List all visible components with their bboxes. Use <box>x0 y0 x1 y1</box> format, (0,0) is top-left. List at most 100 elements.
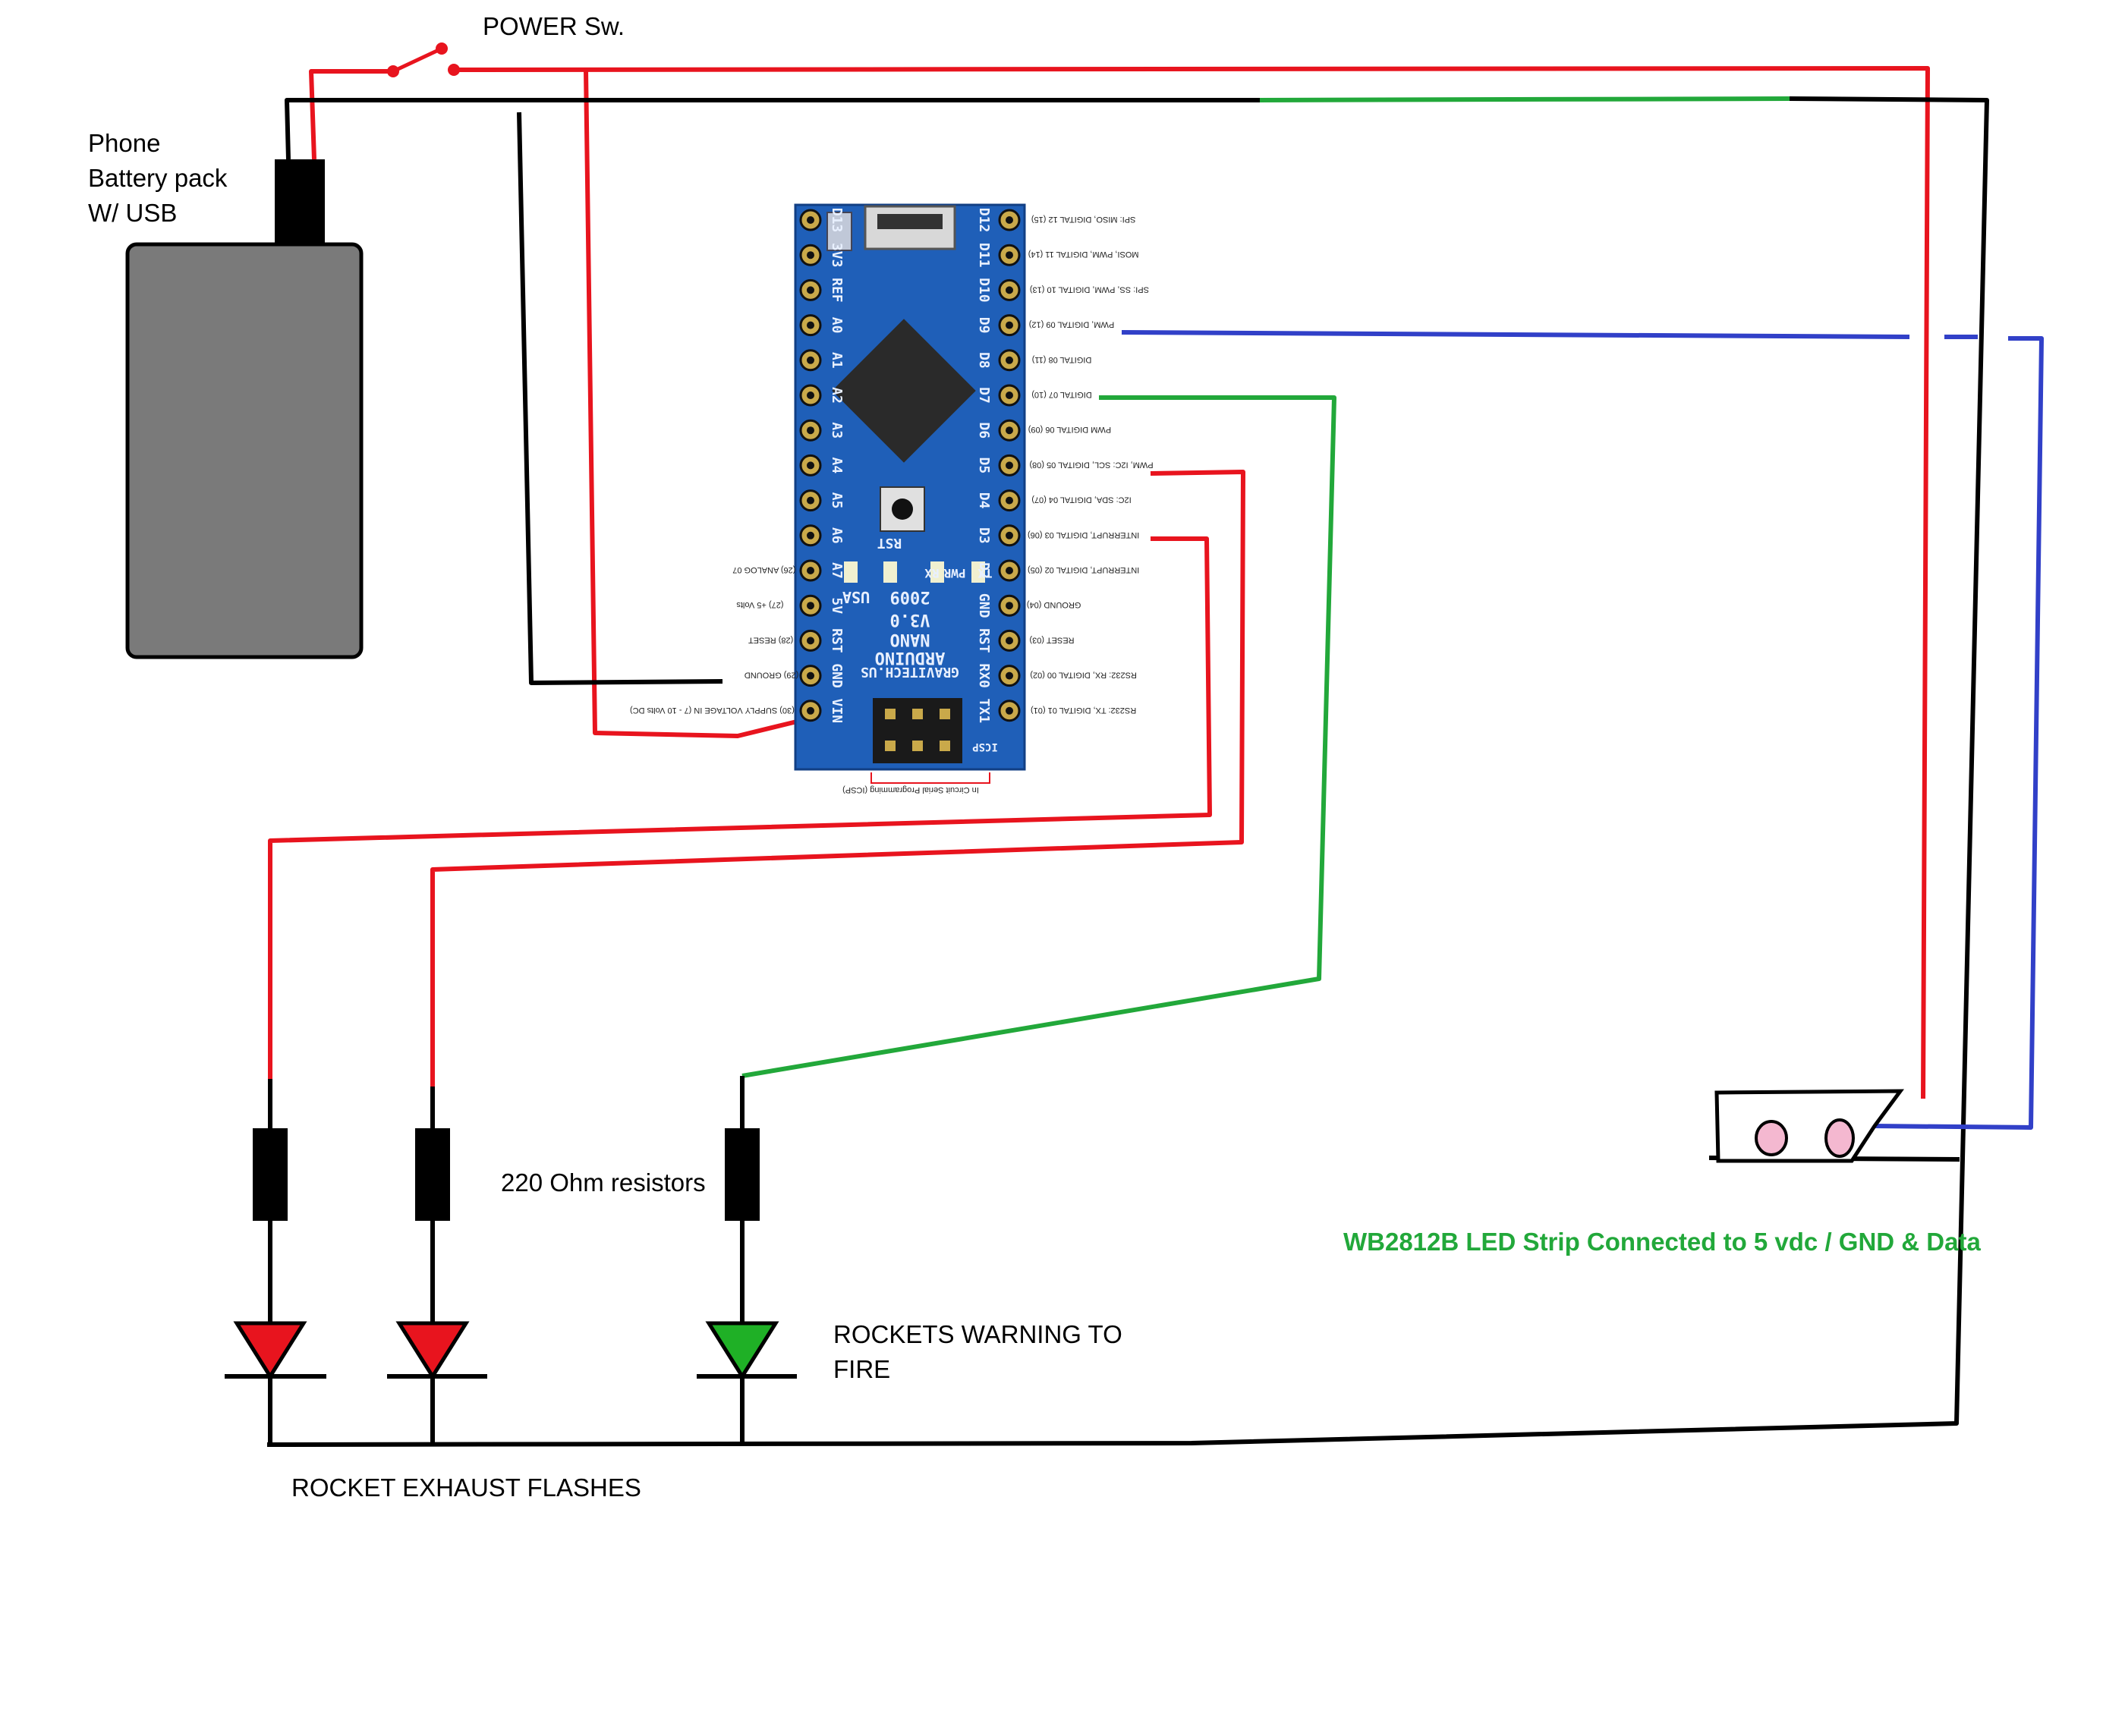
pin-hole <box>1006 426 1013 435</box>
pin-note-right: PWM, I2C: SCL, DIGITAL 05 (08) <box>1029 460 1153 469</box>
pin-label-right: D8 <box>976 352 992 369</box>
pin-label-right: D2 <box>976 562 992 579</box>
pin-hole <box>807 671 814 680</box>
battery-pack <box>125 159 364 659</box>
pin-note-left: (29) GROUND <box>745 671 799 680</box>
board-tx-label: TX <box>978 566 993 580</box>
power-switch <box>387 42 460 77</box>
pin-note-right: SPI: SS, PWM, DIGITAL 10 (13) <box>1030 285 1149 294</box>
battery-label-line2: Battery pack <box>88 164 228 192</box>
wire-ground-top-rail <box>285 98 1260 160</box>
crystal <box>826 212 852 251</box>
wire-ground-top-rail-right <box>266 96 1989 1447</box>
board-pwr-label: PWR <box>943 566 965 580</box>
right-pin-notes: SPI: MISO, DIGITAL 12 (15) MOSI, PWM, DIG… <box>1027 215 1154 715</box>
pin-note-right: SPI: MISO, DIGITAL 12 (15) <box>1031 215 1136 224</box>
pin-hole <box>807 496 814 505</box>
pin-hole <box>1006 251 1013 259</box>
pin-label-left: REF <box>829 278 845 303</box>
pin-note-right: MOSI, PWM, DIGITAL 11 (14) <box>1028 250 1139 259</box>
pin-label-right: D12 <box>976 208 992 233</box>
resistor-2 <box>415 1128 450 1221</box>
led-2 <box>387 1321 487 1445</box>
pin-hole <box>807 426 814 435</box>
battery-body <box>125 242 364 659</box>
pin-hole <box>1006 461 1013 470</box>
arduino-nano: 2009 USA ARDUINO NANO V3.0 GRAVITECH.US … <box>630 203 1154 794</box>
board-led-l <box>844 561 858 583</box>
pin-hole <box>1006 637 1013 645</box>
left-pin-notes: (26) ANALOG 07 (27) +5 Volts (28) RESET (29… <box>630 565 798 715</box>
pin-note-right: GROUND (04) <box>1027 600 1081 609</box>
board-maker: GRAVITECH.US <box>861 664 959 680</box>
led-warning <box>697 1321 797 1445</box>
pin-hole <box>807 531 814 539</box>
pin-hole <box>1006 216 1013 224</box>
pin-hole <box>807 321 814 329</box>
pin-label-right: D4 <box>976 492 992 509</box>
pin-hole <box>807 602 814 610</box>
board-icsp-label: ICSP <box>972 741 998 753</box>
pin-hole <box>1006 356 1013 364</box>
pin-note-left: (30) SUPPLY VOLTAGE IN (7 - 10 Volts DC) <box>630 706 795 715</box>
board-led-tx <box>971 561 985 583</box>
board-year: 2009 <box>890 587 930 606</box>
pin-note-right: PWM, DIGITAL 09 (12) <box>1029 320 1114 329</box>
pin-label-left: A6 <box>829 527 845 544</box>
pin-label-left: A5 <box>829 492 845 509</box>
led-strip-label: WB2812B LED Strip Connected to 5 vdc / G… <box>1343 1228 1981 1256</box>
pin-hole <box>1006 671 1013 680</box>
pin-note-right: INTERRUPT, DIGITAL 02 (05) <box>1028 565 1139 574</box>
pin-label-left: A1 <box>829 352 845 369</box>
pin-hole <box>1006 706 1013 715</box>
pin-note-right: INTERRUPT, DIGITAL 03 (06) <box>1028 530 1139 539</box>
pin-label-left: GND <box>829 663 845 688</box>
battery-label-line3: W/ USB <box>88 199 177 227</box>
pin-note-left: (28) RESET <box>748 635 794 644</box>
wire-switch-to-vin <box>584 69 801 738</box>
pin-label-right: RST <box>976 628 992 653</box>
pin-hole <box>807 392 814 399</box>
wire-5v-to-led-strip <box>453 66 1930 1099</box>
board-country: USA <box>842 588 870 606</box>
warning-label-line1: ROCKETS WARNING TO <box>833 1320 1122 1348</box>
led-strip-connector <box>1714 1089 1904 1163</box>
pin-hole <box>1006 567 1013 574</box>
pin-note-left: (27) +5 Volts <box>736 600 784 609</box>
board-rx-label: RX <box>924 566 940 580</box>
board-brand: ARDUINO <box>875 648 946 667</box>
pin-hole <box>1006 392 1013 399</box>
board-rst-label: RST <box>877 535 902 551</box>
pin-label-left: A0 <box>829 317 845 334</box>
wire-battery-to-switch <box>309 69 393 160</box>
pin-note-left: (26) ANALOG 07 <box>732 565 795 574</box>
battery-label-line1: Phone <box>88 129 160 157</box>
pin-note-right: RS232: TX, DIGITAL 01 (01) <box>1031 706 1136 715</box>
wire-green-top <box>1259 96 1790 102</box>
pin-label-right: D9 <box>976 317 992 334</box>
pin-label-right: GND <box>976 593 992 618</box>
pin-hole <box>807 251 814 259</box>
usb-plug <box>275 159 325 243</box>
pin-label-left: D13 <box>829 208 845 233</box>
pin-hole <box>807 637 814 645</box>
pin-note-right: PWM DIGITAL 06 (09) <box>1028 425 1111 434</box>
wire-d9-to-led-strip <box>1121 330 1910 339</box>
pin-note-right: DIGITAL 07 (10) <box>1031 390 1091 399</box>
pin-hole <box>1006 602 1013 610</box>
pin-label-left: 5V <box>829 597 845 614</box>
pin-label-left: 3V3 <box>829 243 845 268</box>
pin-note-right: I2C: SDA, DIGITAL 04 (07) <box>1031 495 1131 505</box>
pin-label-right: RX0 <box>976 663 992 688</box>
resistors <box>253 1076 760 1323</box>
mcu-chip <box>832 319 976 463</box>
pin-label-left: A7 <box>829 562 845 579</box>
warning-wires <box>741 96 1790 1078</box>
pin-hole <box>807 567 814 574</box>
pin-hole <box>807 356 814 364</box>
power-wires <box>268 66 1930 1099</box>
pin-hole <box>807 216 814 224</box>
pin-note-right: RS232: RX, DIGITAL 00 (02) <box>1030 671 1137 680</box>
